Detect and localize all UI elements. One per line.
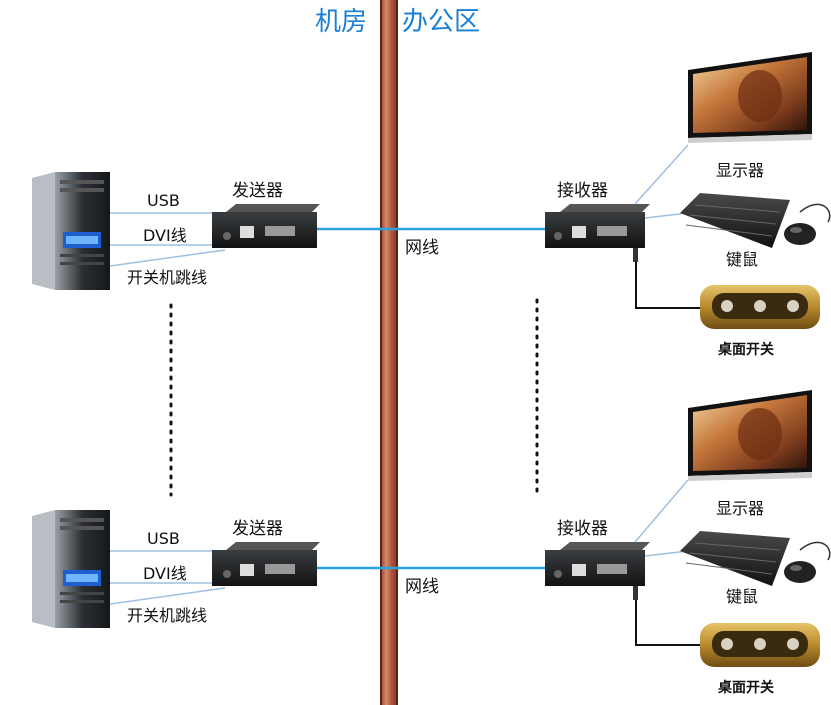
usb-label: USB <box>147 191 180 210</box>
monitor-label: 显示器 <box>716 499 764 518</box>
monitor-cable <box>634 479 689 543</box>
mouse-icon <box>784 541 831 583</box>
mouse-icon <box>784 203 831 245</box>
monitor-cable <box>634 144 689 205</box>
sender-label: 发送器 <box>232 519 283 539</box>
monitor-label: 显示器 <box>716 161 764 180</box>
desk-switch-icon <box>700 623 820 667</box>
power-jumper-cable <box>109 249 226 267</box>
keyboard-cable <box>644 550 689 557</box>
desk-switch-cable <box>633 248 702 309</box>
monitor-icon <box>688 390 812 481</box>
desk-switch-label: 桌面开关 <box>718 341 774 358</box>
keyboard-icon <box>680 531 790 586</box>
wall-divider <box>380 0 398 705</box>
power-jumper-label: 开关机跳线 <box>127 606 207 625</box>
receiver-label: 接收器 <box>557 181 608 201</box>
dvi-label: DVI线 <box>143 226 187 245</box>
keyboard-icon <box>680 193 790 248</box>
receiver-device-icon <box>545 542 650 586</box>
server-room-title: 机房 <box>315 7 367 37</box>
sender-label: 发送器 <box>232 181 283 201</box>
pc-tower-icon <box>32 172 110 290</box>
power-jumper-label: 开关机跳线 <box>127 268 207 287</box>
keyboard-mouse-label: 键鼠 <box>726 250 758 269</box>
receiver-device-icon <box>545 204 650 248</box>
row-1: USB DVI线 开关机跳线 发送器 网线 接收器 <box>32 52 831 358</box>
row-2: USB DVI线 开关机跳线 发送器 网线 接收器 <box>32 390 831 696</box>
sender-device-icon <box>212 542 320 586</box>
office-area-title: 办公区 <box>402 7 480 37</box>
dvi-label: DVI线 <box>143 564 187 583</box>
power-jumper-cable <box>109 587 226 605</box>
desk-switch-label: 桌面开关 <box>718 679 774 696</box>
pc-tower-icon <box>32 510 110 628</box>
keyboard-cable <box>644 212 689 219</box>
network-label: 网线 <box>405 577 439 597</box>
sender-device-icon <box>212 204 320 248</box>
keyboard-mouse-label: 键鼠 <box>726 587 758 606</box>
network-label: 网线 <box>405 238 439 258</box>
monitor-icon <box>688 52 812 143</box>
usb-label: USB <box>147 529 180 548</box>
desk-switch-icon <box>700 285 820 329</box>
desk-switch-cable <box>633 586 702 646</box>
receiver-label: 接收器 <box>557 519 608 539</box>
